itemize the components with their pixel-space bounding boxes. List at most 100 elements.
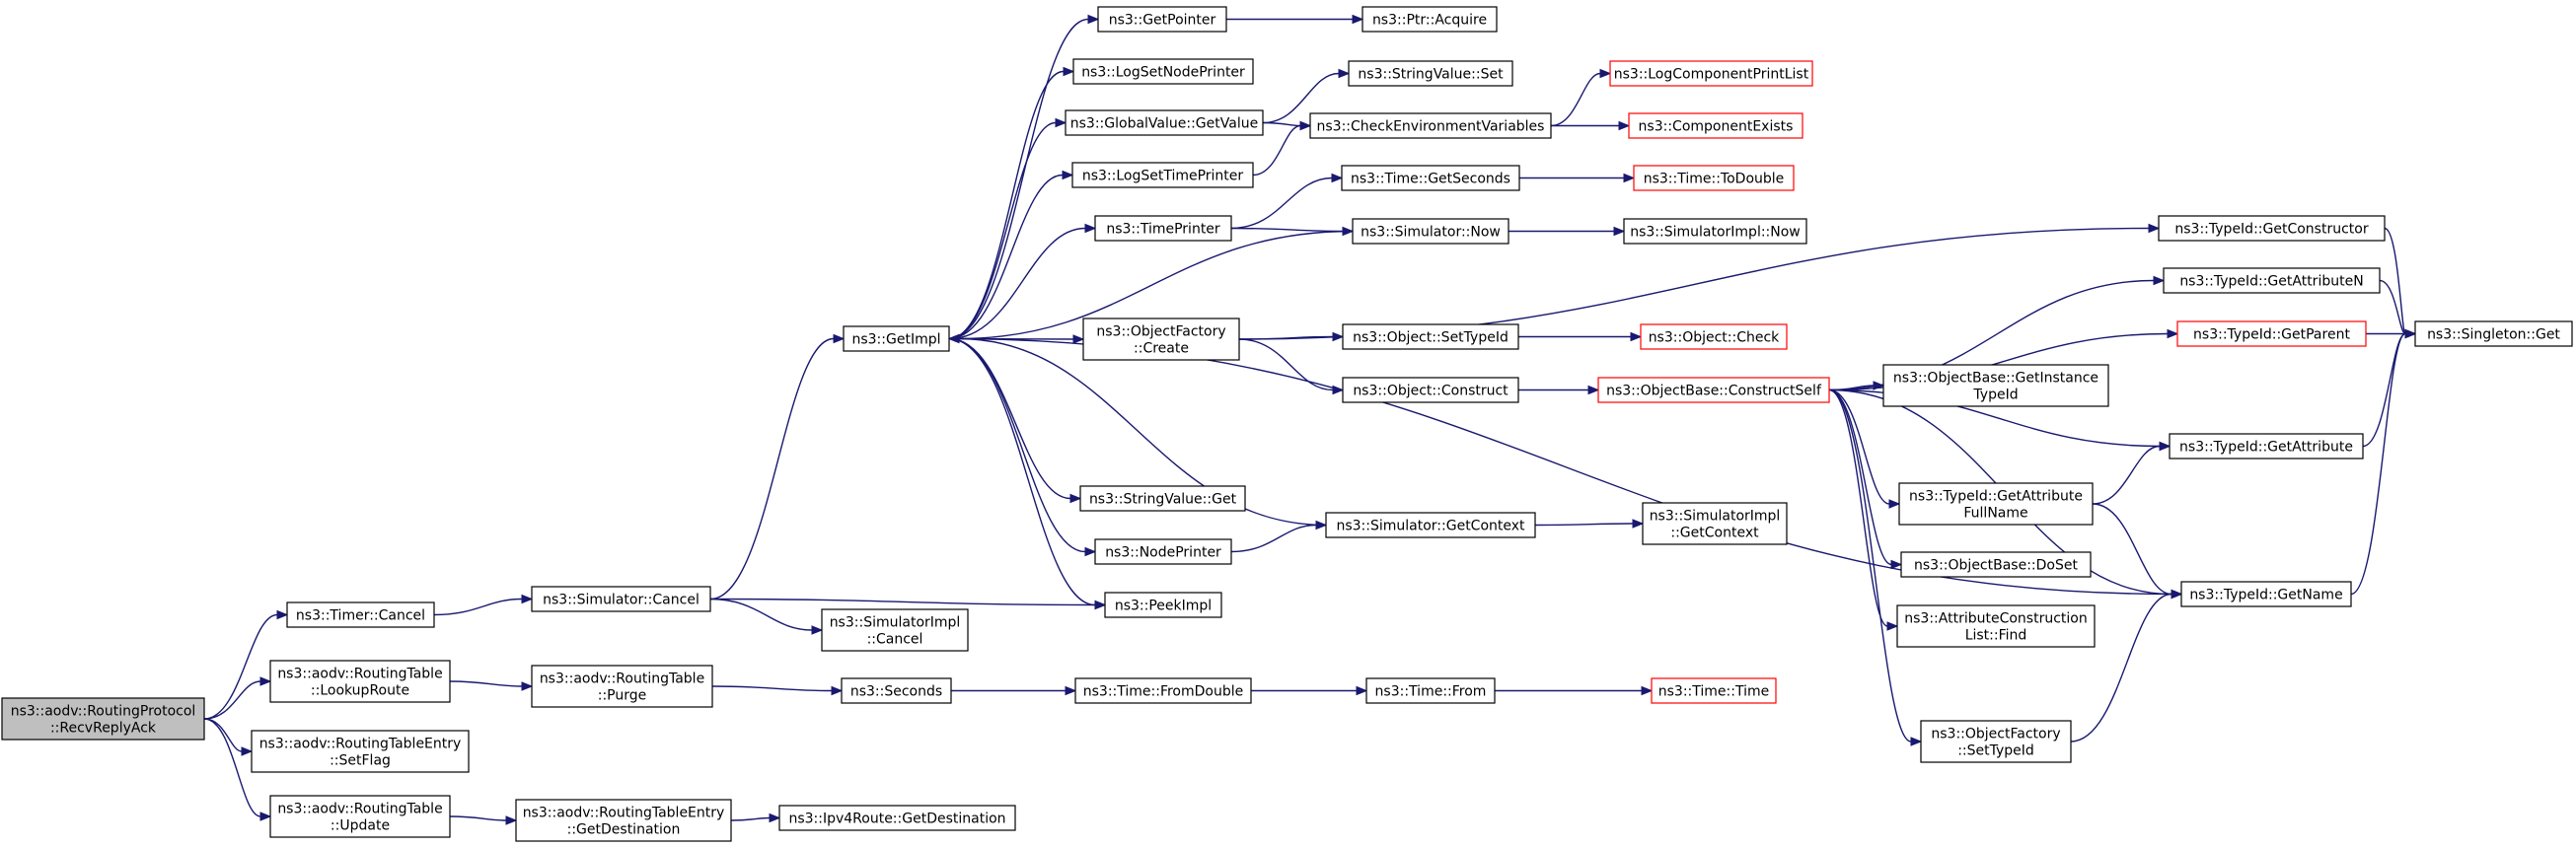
node-gv-getvalue[interactable]: ns3::GlobalValue::GetValue: [1065, 109, 1264, 136]
node-box: [251, 730, 470, 773]
node-time-fromdouble[interactable]: ns3::Time::FromDouble: [1074, 677, 1252, 704]
node-time-getseconds[interactable]: ns3::Time::GetSeconds: [1341, 165, 1520, 191]
node-tid-getname[interactable]: ns3::TypeId::GetName: [2180, 581, 2352, 607]
edge-ob-constructself-to-tid-getattrfullname: [1828, 389, 1901, 509]
node-label: ns3::Object::SetTypeId: [1353, 330, 1509, 346]
node-tid-getattributen[interactable]: ns3::TypeId::GetAttributeN: [2163, 267, 2381, 294]
node-checkenv[interactable]: ns3::CheckEnvironmentVariables: [1309, 112, 1552, 139]
node-tid-getparent[interactable]: ns3::TypeId::GetParent: [2176, 320, 2367, 347]
node-obj-construct[interactable]: ns3::Object::Construct: [1342, 377, 1519, 403]
node-box: [1341, 165, 1520, 191]
node-label: ns3::StringValue::Get: [1089, 492, 1237, 508]
node-root[interactable]: ns3::aodv::RoutingProtocol::RecvReplyAck: [1, 697, 205, 741]
node-label: ns3::ObjectFactory: [1096, 324, 1225, 340]
arrowhead: [2153, 275, 2166, 286]
node-ob-doset[interactable]: ns3::ObjectBase::DoSet: [1900, 551, 2092, 578]
node-comp-exists[interactable]: ns3::ComponentExists: [1628, 112, 1803, 139]
node-tid-getattribute[interactable]: ns3::TypeId::GetAttribute: [2169, 433, 2364, 459]
node-logsetnode[interactable]: ns3::LogSetNodePrinter: [1072, 58, 1254, 85]
edge-rte-getdest-to-ipv4-getdest: [730, 813, 781, 823]
node-label: ns3::GetImpl: [851, 332, 940, 348]
node-box: [1900, 551, 2092, 578]
node-simimpl-cancel[interactable]: ns3::SimulatorImpl::Cancel: [821, 608, 969, 652]
node-timer-cancel[interactable]: ns3::Timer::Cancel: [286, 601, 435, 628]
arrowhead: [1618, 120, 1631, 131]
node-label: ::Update: [331, 818, 390, 834]
edge-root-to-set-flag: [203, 718, 254, 756]
node-timeprinter[interactable]: ns3::TimePrinter: [1094, 215, 1232, 242]
node-obj-check[interactable]: ns3::Object::Check: [1640, 323, 1788, 350]
node-simimpl-getcontext[interactable]: ns3::SimulatorImpl::GetContext: [1642, 502, 1788, 545]
node-box: [2180, 581, 2352, 607]
node-sv-set[interactable]: ns3::StringValue::Set: [1348, 60, 1513, 87]
node-tid-getconstructor[interactable]: ns3::TypeId::GetConstructor: [2158, 215, 2386, 242]
node-label: ns3::Time::GetSeconds: [1351, 172, 1510, 187]
arrowhead: [2404, 328, 2417, 339]
arrowhead: [1356, 685, 1368, 696]
node-label: ::LookupRoute: [311, 683, 409, 699]
edge-getimpl-to-logsettime: [948, 170, 1074, 340]
node-sim-now[interactable]: ns3::Simulator::Now: [1352, 218, 1509, 245]
edge-getimpl-to-peekimpl: [948, 337, 1107, 610]
arrowhead: [259, 676, 272, 686]
node-peekimpl[interactable]: ns3::PeekImpl: [1104, 592, 1222, 618]
node-label: ::GetContext: [1670, 526, 1759, 541]
node-label: ns3::Simulator::GetContext: [1336, 519, 1525, 534]
node-seconds[interactable]: ns3::Seconds: [841, 677, 952, 704]
arrowhead: [947, 333, 960, 344]
node-getimpl[interactable]: ns3::GetImpl: [843, 325, 950, 352]
edge-lookup-route-to-rt-purge: [449, 680, 534, 691]
node-obj-settypeid[interactable]: ns3::Object::SetTypeId: [1342, 323, 1519, 350]
node-nodeprinter[interactable]: ns3::NodePrinter: [1094, 538, 1232, 565]
node-box: [1, 697, 205, 741]
node-time-todouble[interactable]: ns3::Time::ToDouble: [1633, 165, 1795, 191]
node-lookup-route[interactable]: ns3::aodv::RoutingTable::LookupRoute: [269, 660, 451, 703]
nodes-layer: ns3::aodv::RoutingProtocol::RecvReplyAck…: [1, 6, 2573, 842]
node-sv-get[interactable]: ns3::StringValue::Get: [1079, 485, 1246, 512]
arrowhead: [1072, 334, 1085, 344]
node-ptr-acquire[interactable]: ns3::Ptr::Acquire: [1362, 6, 1498, 33]
node-time-from[interactable]: ns3::Time::From: [1365, 677, 1496, 704]
node-of-settypeid[interactable]: ns3::ObjectFactory::SetTypeId: [1920, 720, 2072, 763]
edges-layer: [203, 14, 2417, 825]
node-label: ns3::LogComponentPrintList: [1614, 67, 1809, 83]
node-sim-getcontext[interactable]: ns3::Simulator::GetContext: [1325, 512, 1536, 538]
node-box: [841, 677, 952, 704]
edge-getimpl-to-logsetnode: [948, 66, 1075, 340]
node-box: [1065, 109, 1264, 136]
arrowhead: [1587, 385, 1600, 395]
node-logcomp-printlist[interactable]: ns3::LogComponentPrintList: [1609, 60, 1813, 87]
node-ipv4-getdest[interactable]: ns3::Ipv4Route::GetDestination: [778, 805, 1016, 831]
arrowhead: [833, 333, 846, 344]
node-box: [1094, 538, 1232, 565]
node-sim-cancel[interactable]: ns3::Simulator::Cancel: [531, 586, 711, 612]
node-label: ns3::aodv::RoutingTableEntry: [259, 737, 462, 752]
node-rt-purge[interactable]: ns3::aodv::RoutingTable::Purge: [531, 665, 713, 708]
node-getpointer[interactable]: ns3::GetPointer: [1097, 6, 1227, 33]
node-logsettime[interactable]: ns3::LogSetTimePrinter: [1071, 162, 1254, 188]
node-rt-update[interactable]: ns3::aodv::RoutingTable::Update: [269, 795, 451, 838]
node-singleton-get[interactable]: ns3::Singleton::Get: [2414, 320, 2573, 347]
node-label: ns3::TypeId::GetAttributeN: [2179, 274, 2363, 290]
node-time-time[interactable]: ns3::Time::Time: [1651, 677, 1777, 704]
node-of-create[interactable]: ns3::ObjectFactory::Create: [1082, 318, 1240, 361]
node-simimpl-now[interactable]: ns3::SimulatorImpl::Now: [1623, 218, 1807, 245]
node-label: ns3::Time::ToDouble: [1644, 172, 1785, 187]
node-box: [2169, 433, 2364, 459]
edge-rt-update-to-rte-getdest: [449, 815, 518, 825]
node-rte-getdest[interactable]: ns3::aodv::RoutingTableEntry::GetDestina…: [515, 799, 732, 842]
node-ob-constructself[interactable]: ns3::ObjectBase::ConstructSelf: [1597, 377, 1830, 403]
arrowhead: [1094, 600, 1107, 610]
node-box: [269, 795, 451, 838]
arrowhead: [1613, 226, 1626, 237]
node-set-flag[interactable]: ns3::aodv::RoutingTableEntry::SetFlag: [251, 730, 470, 773]
node-box: [1920, 720, 2072, 763]
node-box: [1642, 502, 1788, 545]
edge-getpointer-to-ptr-acquire: [1226, 14, 1364, 25]
node-box: [1365, 677, 1496, 704]
node-label: ::SetTypeId: [1957, 743, 2034, 759]
node-box: [531, 665, 713, 708]
